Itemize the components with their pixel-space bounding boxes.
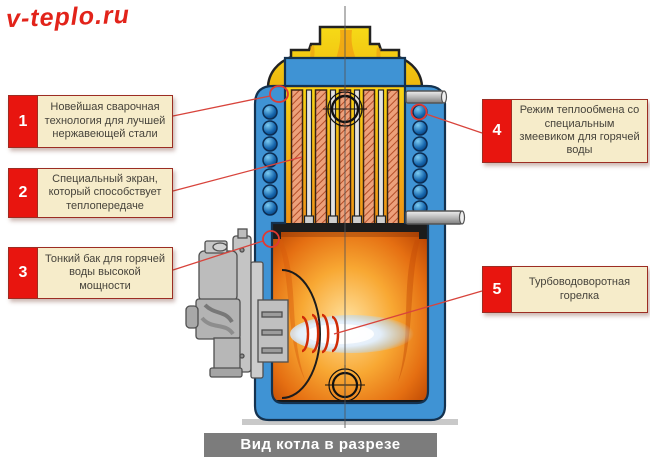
burner-coil xyxy=(301,313,340,354)
flue-pipe-middle xyxy=(405,210,466,225)
callout-number-3: 3 xyxy=(9,248,38,298)
callout-line-3 xyxy=(172,240,264,271)
weld-seam-circle xyxy=(269,85,289,103)
callout-box-4: 4 Режим теплообмена со специальным змеев… xyxy=(482,99,648,163)
callout-line-5 xyxy=(333,290,483,335)
base-shadow-strip xyxy=(242,419,458,425)
flue-pipe-top xyxy=(405,90,448,104)
callout-line-4 xyxy=(425,113,483,134)
burner-assembly xyxy=(185,228,289,379)
callout-number-1: 1 xyxy=(9,96,38,147)
callout-text-4: Режим теплообмена со специальным змеевик… xyxy=(519,104,640,157)
diagram-caption: Вид котла в разрезе xyxy=(204,433,437,457)
callout-text-5: Турбоводоворотная горелка xyxy=(528,276,631,302)
callout-text-3: Тонкий бак для горячей воды высокой мощн… xyxy=(45,252,165,292)
callout-box-2: 2 Специальный экран, который способствуе… xyxy=(8,168,173,218)
callout-number-2: 2 xyxy=(9,169,38,217)
burner-mouth-arc xyxy=(281,269,321,399)
callout-number-4: 4 xyxy=(483,100,512,162)
highlight-circles xyxy=(262,85,428,248)
callout-box-5: 5 Турбоводоворотная горелка xyxy=(482,266,648,313)
callout-box-3: 3 Тонкий бак для горячей воды высокой мо… xyxy=(8,247,173,299)
coil-bubble-circle xyxy=(410,103,428,121)
callout-number-5: 5 xyxy=(483,267,512,312)
tank-wall-circle xyxy=(262,230,280,248)
combustion-chamber xyxy=(272,223,428,403)
callout-line-2 xyxy=(172,156,303,192)
callout-box-1: 1 Новейшая сварочная технология для лучш… xyxy=(8,95,173,148)
callout-line-1 xyxy=(172,95,271,117)
site-logo: v-teplo.ru xyxy=(5,0,131,34)
callout-text-1: Новейшая сварочная технология для лучшей… xyxy=(44,101,166,141)
callout-lines xyxy=(172,95,483,335)
callout-text-2: Специальный экран, который способствует … xyxy=(48,172,162,212)
